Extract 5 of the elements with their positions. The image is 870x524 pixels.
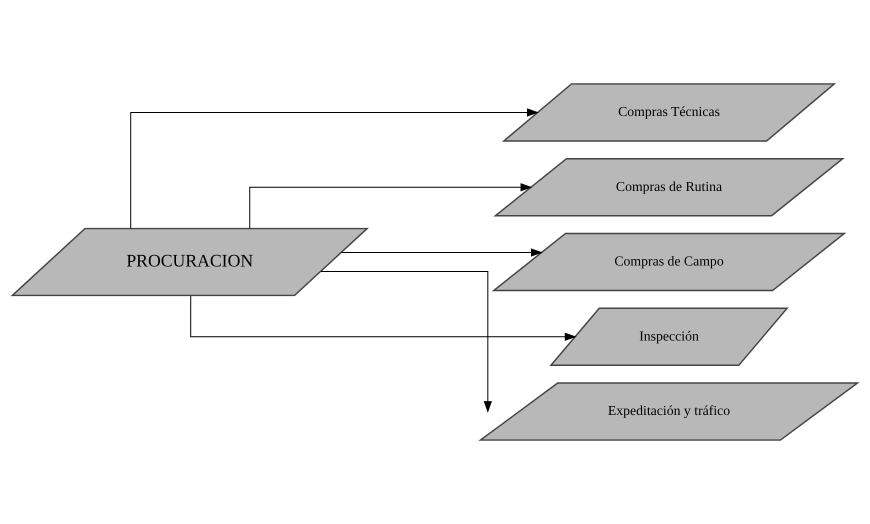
arrow [320,271,492,413]
arrow [130,108,539,229]
arrow [190,295,577,341]
arrow [340,248,543,257]
arrow [249,183,532,229]
